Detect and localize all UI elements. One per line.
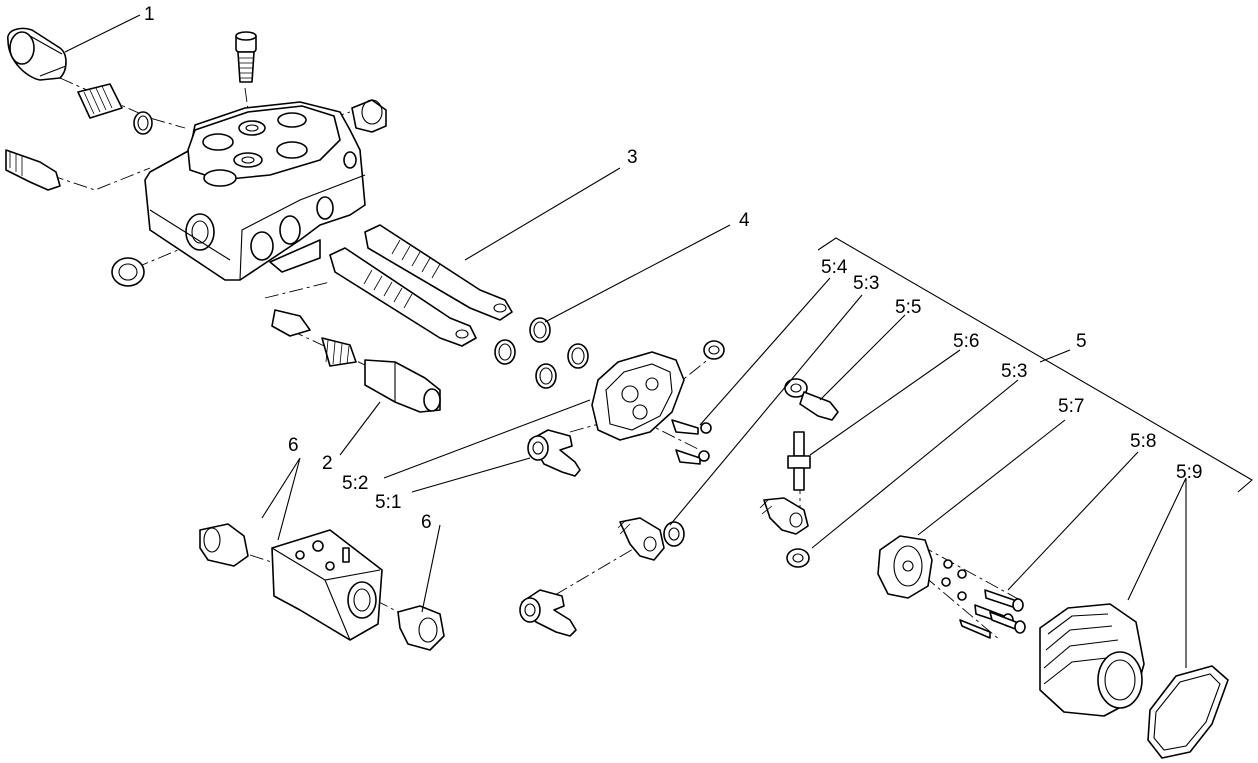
leader-lines — [64, 14, 1253, 668]
callout-3: 3 — [627, 147, 638, 168]
part-5-6-bolt — [787, 431, 811, 491]
lower-left-plug — [111, 257, 145, 287]
part-1-pilot-assembly — [7, 27, 153, 135]
part-5-7-hub — [877, 535, 967, 601]
callout-5-3-upper: 5:3 — [853, 273, 879, 294]
callout-6-right: 6 — [421, 512, 432, 533]
callout-labels: 1 3 4 5:4 5:3 5:5 5:6 5 5:3 5:7 5:8 5:9 … — [144, 4, 1202, 533]
part-5-3-fork-upper — [759, 497, 810, 568]
callout-5-4: 5:4 — [821, 257, 848, 278]
part-4-o-rings — [494, 317, 589, 389]
callout-5-8: 5:8 — [1130, 431, 1156, 452]
callout-1: 1 — [144, 4, 155, 25]
callout-5: 5 — [1076, 331, 1087, 352]
part-5-1-rod-eye — [527, 429, 581, 477]
callout-5-7: 5:7 — [1058, 396, 1084, 417]
part-5-8-screws — [959, 589, 1026, 639]
callout-5-1: 5:1 — [375, 492, 401, 513]
callout-5-6: 5:6 — [953, 331, 979, 352]
part-2-relief-valve — [271, 309, 441, 413]
part-5-9-bellows — [1039, 603, 1145, 717]
part-5-9-gasket — [1147, 665, 1229, 759]
callout-6-left: 6 — [288, 435, 299, 456]
part-5-3-fork-lower — [617, 517, 685, 561]
callout-5-5: 5:5 — [895, 297, 921, 318]
part-3-spools — [329, 224, 513, 347]
callout-5-3-lower: 5:3 — [1001, 361, 1027, 382]
part-5-5-rod-eye — [784, 378, 839, 421]
callout-2: 2 — [322, 453, 333, 474]
top-screw — [235, 31, 257, 83]
callout-5-2: 5:2 — [342, 473, 368, 494]
valve-body — [144, 101, 366, 281]
lower-rod-eye — [519, 589, 577, 637]
left-plug — [5, 149, 61, 191]
part-6-block-and-plugs — [199, 523, 445, 651]
right-plug — [351, 99, 387, 133]
part-5-2-cover — [591, 340, 725, 465]
callout-4: 4 — [739, 210, 750, 231]
callout-5-9: 5:9 — [1176, 462, 1202, 483]
